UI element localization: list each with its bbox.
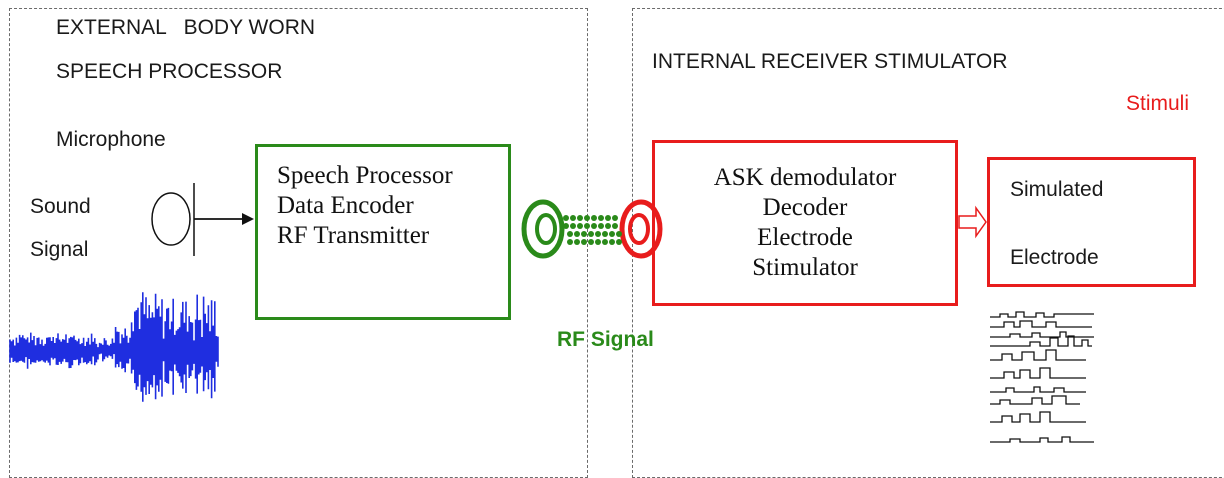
processor-line2: Data Encoder xyxy=(277,192,414,219)
rf-signal-label: RF Signal xyxy=(557,328,654,351)
receiver-stimulator-block: ASK demodulator Decoder Electrode Stimul… xyxy=(652,140,958,306)
receiver-line4: Stimulator xyxy=(752,254,858,281)
rf-coupling-icon xyxy=(563,215,622,245)
receiver-line3: Electrode xyxy=(757,224,853,251)
receiver-line1: ASK demodulator xyxy=(713,164,897,191)
sound-label-line2: Signal xyxy=(30,238,89,261)
stimuli-label: Stimuli xyxy=(1126,92,1190,115)
receiver-line2: Decoder xyxy=(762,194,848,221)
microphone-icon xyxy=(151,183,195,256)
diagram-graphics xyxy=(9,183,1094,443)
microphone-label: Microphone xyxy=(56,128,166,151)
transmitter-coil-icon xyxy=(521,199,565,259)
receiver-to-electrode-arrow xyxy=(958,205,987,239)
speech-processor-block: Speech Processor Data Encoder RF Transmi… xyxy=(255,144,511,320)
processor-line1: Speech Processor xyxy=(277,162,453,189)
processor-line3: RF Transmitter xyxy=(277,222,430,249)
sound-label-line1: Sound xyxy=(30,195,91,218)
mic-to-processor-arrow xyxy=(194,213,254,225)
external-title-line2: SPEECH PROCESSOR xyxy=(56,60,283,83)
stimulus-pulses-icon xyxy=(990,311,1094,443)
external-title-line1: EXTERNAL BODY WORN xyxy=(56,16,316,39)
simulated-electrode-block: Simulated Electrode xyxy=(987,157,1196,287)
internal-title: INTERNAL RECEIVER STIMULATOR xyxy=(652,50,1008,73)
electrode-line1: Simulated xyxy=(1010,178,1104,201)
electrode-line2: Electrode xyxy=(1010,246,1099,269)
receiver-coil-icon xyxy=(619,199,663,259)
speech-waveform-icon xyxy=(9,292,219,402)
